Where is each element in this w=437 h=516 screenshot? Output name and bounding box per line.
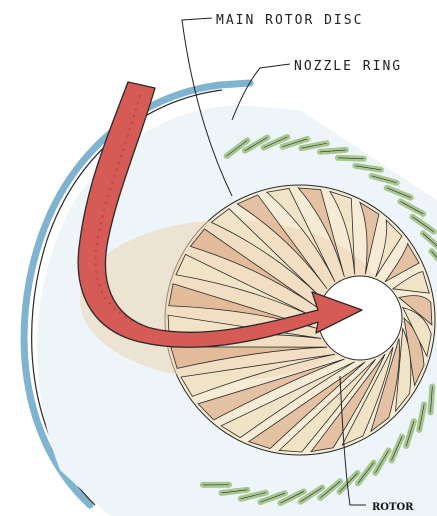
label-rotor: ROTOR <box>372 502 414 513</box>
label-main-rotor-disc: MAIN ROTOR DISC <box>216 13 363 28</box>
label-nozzle-ring: NOZZLE RING <box>294 59 402 74</box>
